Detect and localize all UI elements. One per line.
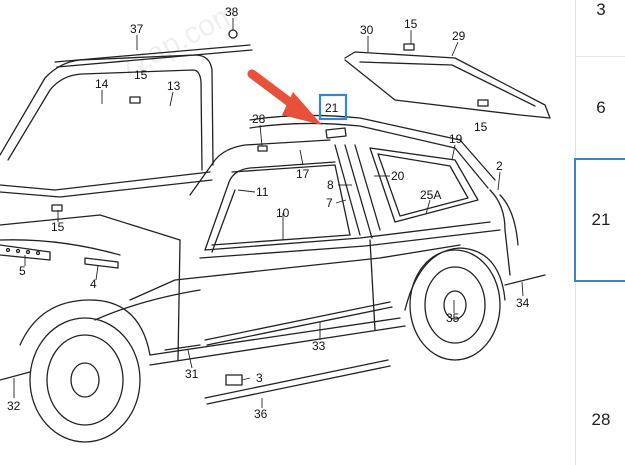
callout-38: 38 — [225, 5, 239, 19]
pointer-arrow-icon — [247, 69, 322, 125]
callout-19: 19 — [449, 132, 463, 146]
callout-7: 7 — [326, 196, 333, 210]
callout-21: 21 — [325, 101, 339, 115]
callout-11: 11 — [256, 185, 269, 199]
callout-37: 37 — [130, 22, 144, 36]
callout-labels: 37 38 30 15 29 14 15 13 21 28 15 19 17 2… — [7, 5, 530, 421]
leader-lines — [13, 18, 524, 408]
highlight-box — [318, 93, 348, 121]
callout-28: 28 — [252, 112, 266, 126]
callout-13: 13 — [167, 79, 181, 93]
callout-2: 2 — [496, 159, 503, 173]
parts-diagram: 7zap.com — [0, 0, 551, 443]
callout-8: 8 — [327, 178, 334, 192]
callout-14: 14 — [95, 77, 109, 91]
car-outline — [0, 29, 551, 443]
callout-20: 20 — [391, 169, 405, 183]
callout-15: 15 — [134, 68, 148, 82]
index-item-6[interactable]: 6 — [596, 98, 606, 117]
car-body-drawing: 7zap.com — [0, 0, 551, 443]
index-item-21-selected[interactable]: 21 — [574, 158, 625, 282]
part-index-list: 3 6 21 28 — [574, 0, 625, 465]
callout-4: 4 — [90, 277, 97, 291]
watermark: 7zap.com — [113, 0, 243, 86]
callout-15: 15 — [51, 220, 65, 234]
callout-10: 10 — [276, 206, 290, 220]
callout-3: 3 — [256, 371, 263, 385]
callout-29: 29 — [452, 29, 466, 43]
callout-30: 30 — [360, 23, 374, 37]
callout-17: 17 — [296, 167, 310, 181]
callout-36: 36 — [254, 407, 268, 421]
divider — [576, 56, 625, 57]
callout-15: 15 — [474, 120, 488, 134]
callout-32: 32 — [7, 399, 21, 413]
callout-25a: 25A — [420, 188, 441, 202]
callout-31: 31 — [185, 367, 199, 381]
index-item-28[interactable]: 28 — [591, 410, 611, 429]
callout-35: 35 — [446, 311, 460, 325]
callout-5: 5 — [19, 264, 26, 278]
callout-33: 33 — [312, 339, 326, 353]
callout-34: 34 — [516, 296, 530, 310]
index-item-3[interactable]: 3 — [596, 0, 606, 19]
callout-15: 15 — [404, 17, 418, 31]
